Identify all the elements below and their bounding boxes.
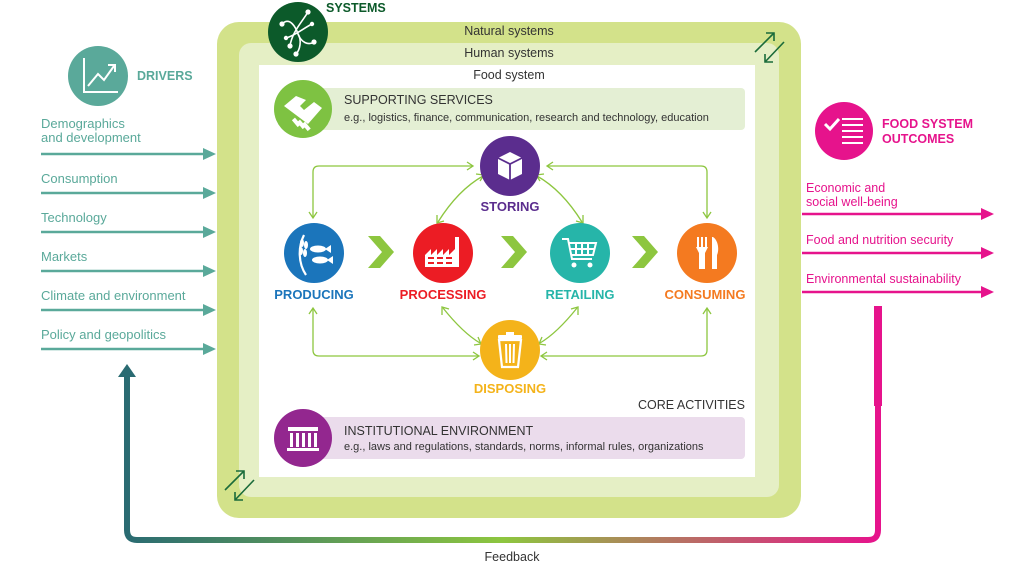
institution-building-icon: [287, 427, 319, 451]
drivers-icon-circle: [68, 46, 128, 106]
connector-retailing-storing: [536, 175, 583, 223]
driver-consumption: Consumption: [41, 171, 118, 186]
stage-processing-label: PROCESSING: [399, 287, 487, 302]
driver-demographics: Demographics and development: [41, 116, 141, 145]
handshake-icon: [284, 96, 322, 132]
trend-chart-icon: [83, 58, 118, 93]
outcomes-heading-line1: FOOD SYSTEM: [882, 117, 973, 131]
human-systems-label: Human systems: [464, 46, 554, 60]
interaction-arrows-icon: [224, 470, 255, 501]
drivers-heading: DRIVERS: [137, 69, 193, 83]
stage-consuming-label: CONSUMING: [664, 287, 746, 302]
stage-retailing-label: RETAILING: [545, 287, 615, 302]
wheat-fish-icon: [298, 234, 333, 276]
connector-processing-storing: [437, 175, 484, 223]
fork-knife-icon: [696, 237, 719, 269]
stage-retailing: [550, 223, 610, 283]
food-system-panel: [259, 65, 755, 477]
driver-markets: Markets: [41, 249, 88, 264]
flow-chevron-icon: [368, 236, 394, 268]
connector-processing-disposing: [442, 307, 481, 344]
box-icon: [497, 152, 523, 180]
stage-processing: [413, 223, 473, 283]
outcomes-heading-line2: OUTCOMES: [882, 132, 955, 146]
outcome-food-security: Food and nutrition security: [806, 233, 954, 247]
driver-arrows: [41, 148, 216, 355]
stage-producing-label: PRODUCING: [274, 287, 354, 302]
driver-policy: Policy and geopolitics: [41, 327, 167, 342]
supporting-services-icon-circle: [274, 80, 332, 138]
factory-icon: [425, 237, 459, 267]
checklist-icon: [823, 117, 863, 144]
stage-disposing-label: DISPOSING: [473, 381, 547, 396]
shopping-cart-icon: [562, 238, 598, 268]
systems-heading: SYSTEMS: [326, 1, 386, 15]
supporting-services-subtitle: e.g., logistics, finance, communication,…: [344, 112, 709, 124]
core-activities-label: CORE ACTIVITIES: [638, 398, 745, 412]
institutional-icon-circle: [274, 409, 332, 467]
connector-consuming-storing: [548, 165, 708, 217]
flow-chevron-icon: [632, 236, 658, 268]
food-system-label: Food system: [473, 68, 545, 82]
interaction-arrows-icon: [754, 32, 785, 63]
network-nodes-icon: [279, 9, 317, 57]
stage-disposing: [480, 320, 540, 380]
feedback-path: [124, 308, 881, 543]
institutional-environment-title: INSTITUTIONAL ENVIRONMENT: [344, 424, 534, 438]
institutional-environment-subtitle: e.g., laws and regulations, standards, n…: [344, 441, 704, 453]
connector-retailing-disposing: [539, 307, 578, 344]
systems-icon-circle: [268, 2, 328, 62]
supporting-services-title: SUPPORTING SERVICES: [344, 93, 493, 107]
institutional-environment-box: [305, 417, 745, 459]
stage-producing: [284, 223, 344, 283]
stage-storing-label: STORING: [480, 199, 540, 214]
outcomes-heading: FOOD SYSTEM OUTCOMES: [882, 117, 973, 147]
driver-technology: Technology: [41, 210, 107, 225]
natural-systems-label: Natural systems: [464, 24, 554, 38]
feedback-label: Feedback: [484, 550, 540, 564]
stage-storing: [480, 136, 540, 196]
supporting-services-box: [305, 88, 745, 130]
feedback-arrowhead: [118, 364, 136, 377]
flow-chevron-icon: [501, 236, 527, 268]
outcome-wellbeing: Economic and social well-being: [806, 181, 898, 209]
outcome-arrows: [802, 208, 994, 298]
feedback-outcome-segment: [874, 306, 882, 406]
trash-bin-icon: [497, 332, 523, 369]
driver-climate: Climate and environment: [41, 288, 186, 303]
connector-consuming-disposing: [542, 309, 708, 357]
outcomes-icon-circle: [815, 102, 873, 160]
stage-consuming: [677, 223, 737, 283]
connector-producing-disposing: [312, 309, 478, 357]
connector-producing-storing: [312, 165, 472, 217]
outcome-sustainability: Environmental sustainability: [806, 272, 961, 286]
